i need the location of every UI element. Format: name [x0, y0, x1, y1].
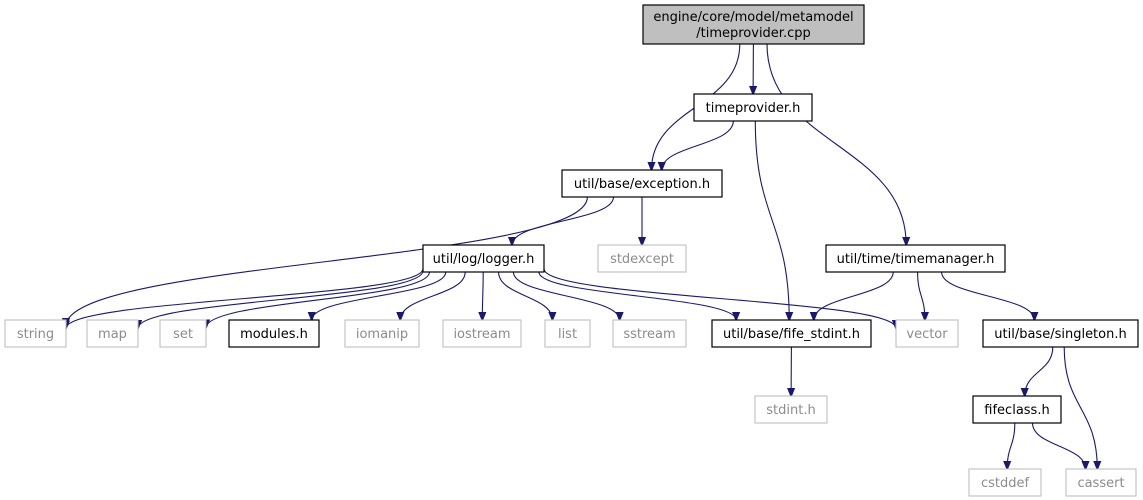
edge-logger_h-to-sstream: [512, 271, 619, 320]
node-cstddef: cstddef: [968, 468, 1042, 497]
node-label: map: [98, 327, 127, 342]
node-box: [642, 4, 865, 45]
edge-fifeclass_h-to-cstddef: [1007, 422, 1016, 469]
node-logger-h[interactable]: util/log/logger.h: [422, 244, 545, 273]
node-label: set: [173, 327, 193, 342]
node-box: [693, 93, 813, 122]
edge-logger_h-to-set: [206, 271, 430, 328]
node-set: set: [159, 319, 207, 348]
node-cassert: cassert: [1065, 468, 1137, 497]
node-stdint-h: stdint.h: [754, 395, 828, 424]
node-box: [442, 319, 522, 348]
node-exception-h[interactable]: util/base/exception.h: [561, 169, 723, 198]
node-label: iostream: [453, 327, 510, 342]
node-label: util/time/timemanager.h: [837, 252, 995, 267]
node-box: [159, 319, 207, 348]
node-label: sstream: [623, 327, 675, 342]
edge-logger_h-to-modules_h: [312, 271, 447, 320]
node-label: util/log/logger.h: [433, 252, 535, 267]
node-singleton-h[interactable]: util/base/singleton.h: [982, 319, 1139, 348]
edge-logger_h-to-list: [498, 271, 553, 320]
node-iostream: iostream: [442, 319, 522, 348]
node-fife-stdint-h[interactable]: util/base/fife_stdint.h: [711, 319, 872, 348]
node-box: [228, 319, 320, 348]
node-box: [597, 244, 687, 273]
node-box: [825, 244, 1006, 273]
edge-singleton_h-to-cassert: [1063, 346, 1097, 469]
node-box: [754, 395, 828, 424]
edge-logger_h-to-iostream: [482, 271, 483, 320]
node-label: cassert: [1077, 476, 1124, 491]
node-sstream: sstream: [612, 319, 687, 348]
node-label: util/base/fife_stdint.h: [723, 327, 860, 342]
node-label: modules.h: [240, 327, 308, 342]
node-label: list: [558, 327, 577, 342]
node-label: vector: [906, 327, 948, 342]
edge-logger_h-to-map: [138, 270, 424, 329]
edge-layer: [66, 43, 1097, 469]
edge-logger_h-to-vector: [543, 268, 896, 329]
edge-exception_h-to-string: [66, 196, 588, 326]
edge-timemanager_h-to-singleton_h: [941, 271, 1035, 320]
node-label: util/base/exception.h: [574, 177, 710, 192]
node-modules-h[interactable]: modules.h: [228, 319, 320, 348]
node-box: [561, 169, 723, 198]
edge-logger_h-to-iomanip: [400, 271, 466, 320]
edge-fifeclass_h-to-cassert: [1031, 422, 1086, 469]
edge-logger_h-to-string: [66, 268, 424, 329]
node-layer: engine/core/model/metamodel/timeprovider…: [4, 4, 1139, 497]
edge-exception_h-to-logger_h: [512, 196, 615, 245]
node-box: [1065, 468, 1137, 497]
edge-timeprovider_h-to-exception_h: [662, 120, 734, 170]
node-label: engine/core/model/metamodel: [653, 10, 853, 25]
node-box: [972, 395, 1062, 424]
node-map: map: [86, 319, 139, 348]
node-timeprovider-h[interactable]: timeprovider.h: [693, 93, 813, 122]
node-label: timeprovider.h: [706, 101, 801, 116]
node-string: string: [4, 319, 67, 348]
node-fifeclass-h[interactable]: fifeclass.h: [972, 395, 1062, 424]
node-label: util/base/singleton.h: [994, 327, 1126, 342]
node-label: fifeclass.h: [984, 403, 1049, 418]
node-box: [86, 319, 139, 348]
node-label: /timeprovider.cpp: [696, 26, 811, 41]
node-timemanager-h[interactable]: util/time/timemanager.h: [825, 244, 1006, 273]
node-box: [544, 319, 591, 348]
node-label: stdint.h: [766, 403, 815, 418]
edge-logger_h-to-fife_stdint_h: [538, 271, 736, 320]
edge-timemanager_h-to-vector: [917, 271, 925, 320]
node-list: list: [544, 319, 591, 348]
node-iomanip: iomanip: [344, 319, 420, 348]
node-vector: vector: [895, 319, 959, 348]
edge-timeprovider_h-to-fife_stdint_h: [754, 120, 789, 320]
node-box: [711, 319, 872, 348]
node-root[interactable]: engine/core/model/metamodel/timeprovider…: [642, 4, 865, 45]
node-label: stdexcept: [610, 252, 674, 267]
edge-root-to-timemanager_h: [766, 43, 906, 245]
node-box: [4, 319, 67, 348]
edge-timemanager_h-to-fife_stdint_h: [814, 271, 894, 320]
node-box: [968, 468, 1042, 497]
node-box: [895, 319, 959, 348]
node-label: iomanip: [356, 327, 408, 342]
node-label: string: [17, 327, 54, 342]
node-box: [612, 319, 687, 348]
node-label: cstddef: [981, 476, 1030, 491]
node-stdexcept: stdexcept: [597, 244, 687, 273]
node-box: [344, 319, 420, 348]
node-box: [982, 319, 1139, 348]
node-box: [422, 244, 545, 273]
edge-singleton_h-to-fifeclass_h: [1025, 346, 1054, 396]
